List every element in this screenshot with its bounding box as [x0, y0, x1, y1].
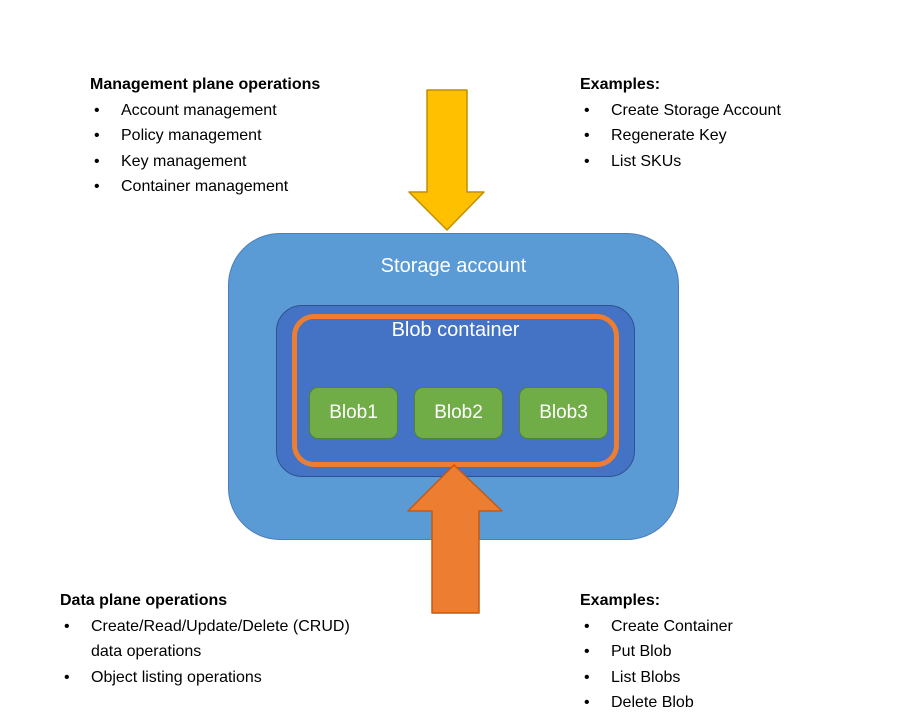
- bullet-icon: •: [584, 694, 590, 711]
- list-item-label: Put Blob: [611, 643, 672, 660]
- blob-container-shape: Blob container Blob1 Blob2 Blob3: [276, 305, 635, 477]
- list-item-label: Policy management: [121, 127, 262, 144]
- bullet-icon: •: [94, 101, 100, 119]
- list-item-label: Account management: [121, 101, 277, 119]
- list-item: • Put Blob: [580, 639, 880, 665]
- list-item-label: Key management: [121, 152, 247, 170]
- list-item: • Key management: [90, 149, 430, 175]
- list-item-label: List Blobs: [611, 668, 681, 686]
- bullet-icon: •: [64, 668, 70, 686]
- blob-row: Blob1 Blob2 Blob3: [309, 387, 608, 439]
- list-item-label: Regenerate Key: [611, 127, 727, 144]
- list-item-label: Create/Read/Update/Delete (CRUD) data op…: [91, 617, 350, 661]
- data-examples-block: Examples: • Create Container • Put Blob • L…: [580, 588, 880, 716]
- list-item-label: List SKUs: [611, 152, 682, 170]
- management-examples-list: •Create Storage Account •Regenerate Key …: [580, 98, 880, 175]
- management-examples-title: Examples:: [580, 76, 661, 93]
- list-item: • Account management: [90, 98, 430, 124]
- list-item: • Create Storage Account: [580, 98, 880, 124]
- list-item: • Policy management: [90, 123, 430, 149]
- blob3-shape: Blob3: [519, 387, 608, 439]
- list-item-label: Create Storage Account: [611, 101, 781, 119]
- blob2-shape: Blob2: [414, 387, 503, 439]
- list-item-label: Delete Blob: [611, 694, 694, 711]
- bullet-icon: •: [64, 617, 70, 635]
- management-plane-down-arrow-icon: [408, 89, 485, 231]
- management-plane-title: Management plane operations: [90, 76, 321, 93]
- bullet-icon: •: [584, 152, 590, 170]
- list-item: • List SKUs: [580, 149, 880, 175]
- data-examples-list: •Create Container •Put Blob •List Blobs …: [580, 614, 880, 716]
- list-item: • List Blobs: [580, 665, 880, 691]
- list-item-label: Create Container: [611, 617, 733, 635]
- data-plane-title: Data plane operations: [60, 592, 228, 609]
- management-examples-block: Examples: • Create Storage Account • Regen…: [580, 72, 880, 174]
- management-plane-list: • Account management • Policy management •…: [90, 98, 430, 200]
- bullet-icon: •: [584, 668, 590, 686]
- bullet-icon: •: [584, 643, 590, 660]
- list-item-label: Container management: [121, 178, 289, 195]
- list-item: • Object listing operations: [60, 665, 470, 691]
- blob1-shape: Blob1: [309, 387, 398, 439]
- data-plane-list: • Create/Read/Update/Delete (CRUD) data o…: [60, 614, 470, 691]
- data-examples-title: Examples:: [580, 592, 661, 609]
- bullet-icon: •: [584, 101, 590, 119]
- bullet-icon: •: [584, 617, 590, 635]
- bullet-icon: •: [94, 178, 100, 195]
- bullet-icon: •: [94, 127, 100, 144]
- management-plane-operations-block: Management plane operations • Account man…: [90, 72, 430, 200]
- list-item-label: Object listing operations: [91, 668, 262, 686]
- bullet-icon: •: [94, 152, 100, 170]
- storage-account-label: Storage account: [380, 255, 527, 277]
- data-plane-operations-block: Data plane operations • Create/Read/Updat…: [60, 588, 470, 690]
- list-item: • Create/Read/Update/Delete (CRUD) data o…: [60, 614, 470, 665]
- data-plane-up-arrow-icon: [407, 464, 503, 614]
- list-item: • Container management: [90, 174, 430, 200]
- list-item: • Create Container: [580, 614, 880, 640]
- list-item: • Delete Blob: [580, 690, 880, 716]
- bullet-icon: •: [584, 127, 590, 144]
- list-item: • Regenerate Key: [580, 123, 880, 149]
- blob-container-label: Blob container: [391, 319, 520, 341]
